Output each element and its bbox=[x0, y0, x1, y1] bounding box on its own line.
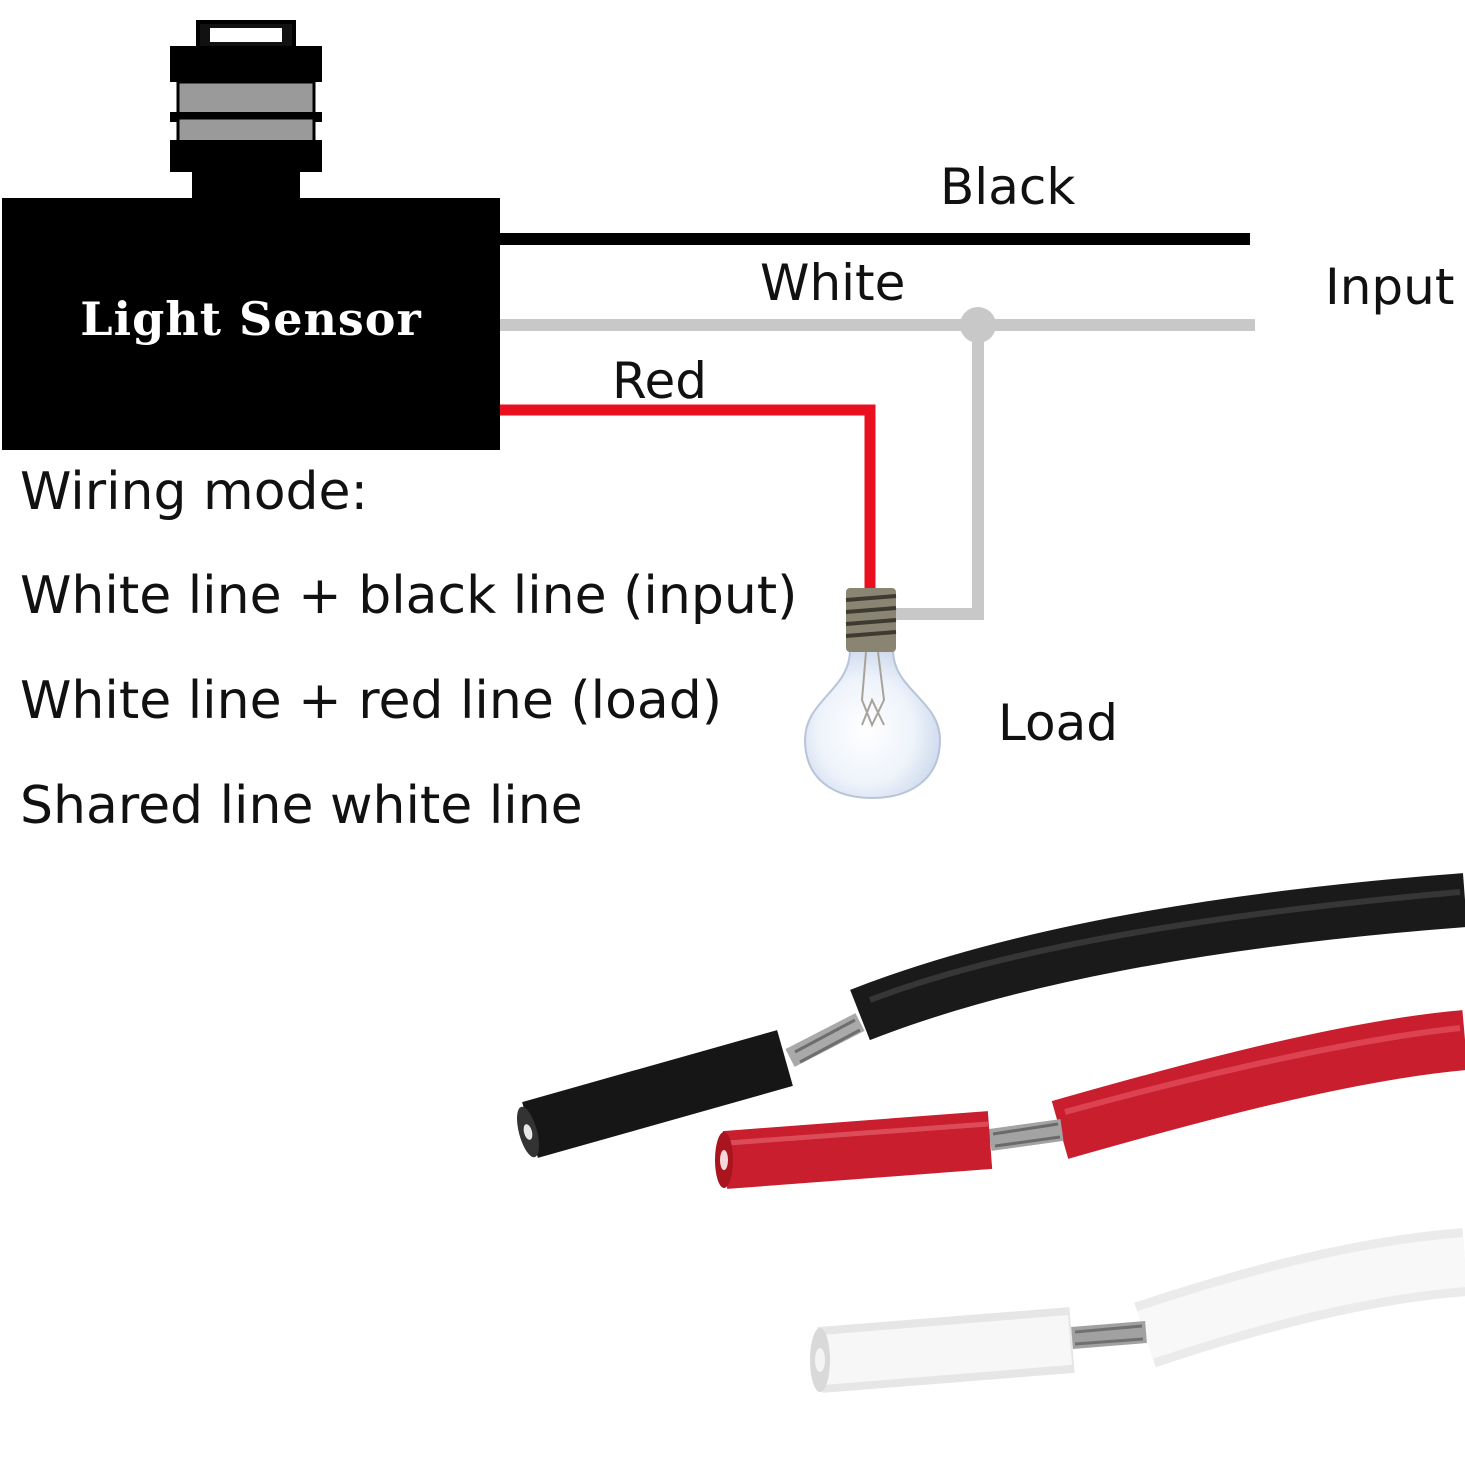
wiring-mode-heading: Wiring mode: bbox=[20, 462, 369, 522]
black-wire-label: Black bbox=[940, 158, 1076, 216]
light-bulb-icon bbox=[803, 588, 942, 800]
wire-leads-photo bbox=[517, 873, 1465, 1393]
input-label: Input bbox=[1325, 258, 1455, 316]
red-wire bbox=[500, 404, 876, 592]
white-wire-label: White bbox=[760, 254, 906, 312]
wiring-mode-line-input: White line + black line (input) bbox=[20, 566, 798, 626]
sensor-label: Light Sensor bbox=[80, 292, 422, 346]
wiring-mode-line-load: White line + red line (load) bbox=[20, 671, 723, 731]
white-wire-drop bbox=[895, 325, 984, 620]
load-label: Load bbox=[998, 694, 1118, 752]
photocell-sensor-icon bbox=[170, 20, 322, 202]
red-wire-label: Red bbox=[612, 352, 707, 410]
wiring-mode-line-shared: Shared line white line bbox=[20, 776, 583, 836]
light-sensor-body: Light Sensor bbox=[2, 198, 500, 450]
